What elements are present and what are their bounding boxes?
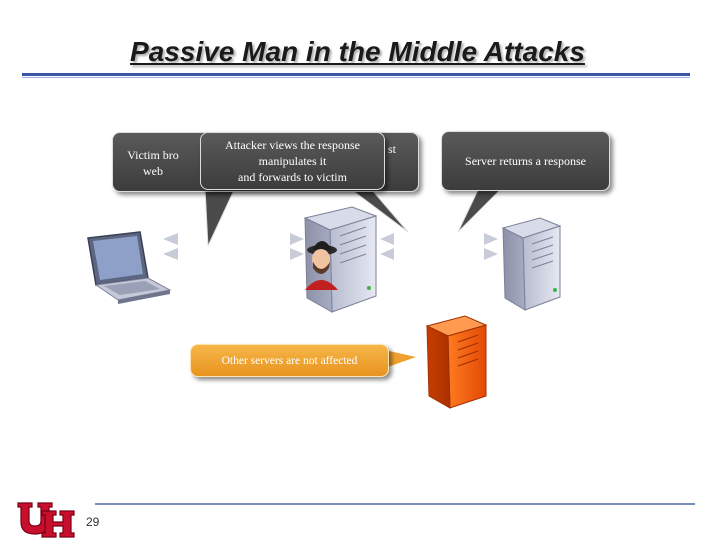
other-callout-tail: [385, 350, 416, 368]
attacker-callout-line2: manipulates it: [258, 154, 327, 168]
attacker-callout: Attacker views the response manipulates …: [200, 132, 385, 190]
other-servers-callout-text: Other servers are not affected: [221, 354, 358, 367]
other-servers-callout: Other servers are not affected: [190, 344, 389, 377]
other-server-icon: [425, 315, 488, 409]
laptop-icon: [87, 231, 172, 304]
title-underline-rule: [22, 73, 690, 76]
server-callout-tail: [457, 189, 502, 233]
attacker-callout-line1: Attacker views the response: [225, 138, 360, 152]
victim-callout-line2: web: [143, 164, 163, 178]
hidden-callout-tail-text: st: [387, 142, 396, 156]
attacker-person-icon: [305, 241, 338, 290]
arrow-attacker-to-server: [380, 233, 498, 260]
title-underline-rule-thin: [22, 77, 690, 78]
slide-title: Passive Man in the Middle Attacks: [130, 36, 585, 67]
web-server-icon: [501, 217, 562, 311]
page-number: 29: [86, 515, 100, 529]
uh-logo: [17, 502, 75, 538]
victim-callout-line1: Victim bro: [127, 148, 179, 162]
footer-rule: [95, 503, 695, 505]
arrow-laptop-to-attacker: [163, 233, 304, 260]
callout-tails: [204, 187, 502, 247]
attacker-callout-line3: and forwards to victim: [238, 170, 347, 184]
server-callout-text: Server returns a response: [465, 154, 586, 168]
server-callout: Server returns a response: [441, 131, 610, 191]
